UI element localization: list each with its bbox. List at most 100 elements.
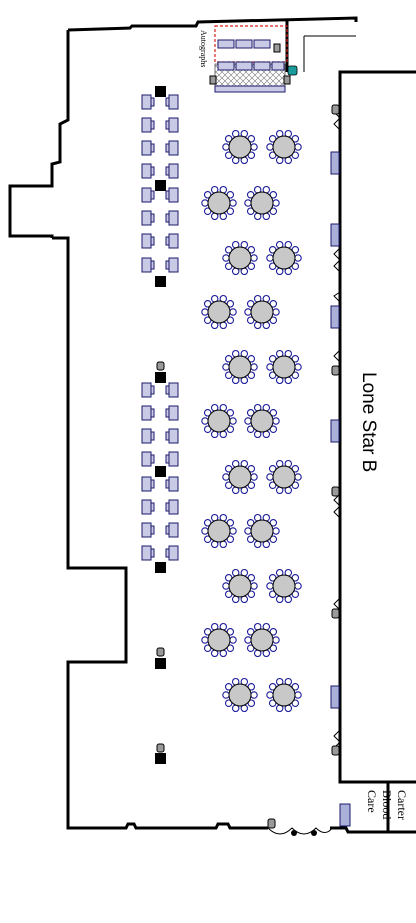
rectangular-table-icon <box>168 163 179 179</box>
rectangular-table-icon <box>141 451 152 467</box>
chair-icon <box>203 425 212 433</box>
chair-icon <box>247 151 256 159</box>
round-table-icon <box>250 300 274 324</box>
chair-icon <box>165 454 170 464</box>
chair-icon <box>291 262 300 270</box>
chair-icon <box>224 481 233 489</box>
round-table-icon <box>250 409 274 433</box>
chair-icon <box>294 363 302 371</box>
round-table <box>222 677 258 713</box>
chair-icon <box>250 143 258 151</box>
chair-icon <box>294 143 302 151</box>
rectangular-table-icon <box>141 522 152 538</box>
round-table-icon <box>207 300 231 324</box>
chair-icon <box>266 582 274 590</box>
chair-icon <box>150 120 155 130</box>
round-table-icon <box>228 574 252 598</box>
chair-icon <box>224 355 233 363</box>
chair-icon <box>224 371 233 379</box>
round-table-icon <box>228 465 252 489</box>
chair-icon <box>165 120 170 130</box>
round-table-icon <box>272 355 296 379</box>
rectangular-table <box>141 94 179 110</box>
door-markers <box>291 830 317 836</box>
rectangular-table-icon <box>168 140 179 156</box>
rectangular-table-icon <box>168 522 179 538</box>
chair-icon <box>229 308 237 316</box>
chair-icon <box>222 582 230 590</box>
chair-icon <box>268 371 277 379</box>
chair-icon <box>226 207 235 215</box>
chair-icon <box>165 166 170 176</box>
round-table-icon <box>272 574 296 598</box>
chair-icon <box>291 699 300 707</box>
chair-icon <box>244 417 252 425</box>
chair-icon <box>201 527 209 535</box>
chair-icon <box>244 636 252 644</box>
chair-icon <box>250 582 258 590</box>
round-table <box>244 185 280 221</box>
rectangular-table-icon <box>168 94 179 110</box>
chair-icon <box>246 409 255 417</box>
chair-icon <box>226 628 235 636</box>
rectangular-table-icon <box>141 405 152 421</box>
chair-icon <box>229 636 237 644</box>
rectangular-table-icon <box>141 382 152 398</box>
chair-icon <box>150 166 155 176</box>
chair-icon <box>244 527 252 535</box>
chair-icon <box>268 574 277 582</box>
column-posts <box>155 86 166 764</box>
rectangular-table-icon <box>168 405 179 421</box>
chair-icon <box>268 355 277 363</box>
corner-room-label-line1: Carter <box>395 790 409 820</box>
chair-icon <box>226 644 235 652</box>
chair-icon <box>294 582 302 590</box>
chair-icon <box>201 199 209 207</box>
chair-icon <box>269 425 278 433</box>
round-table <box>266 677 302 713</box>
rectangular-table-icon <box>141 499 152 515</box>
chair-icon <box>224 135 233 143</box>
chair-icon <box>201 308 209 316</box>
chair-icon <box>247 574 256 582</box>
chair-icon <box>269 409 278 417</box>
round-table-icon <box>228 355 252 379</box>
chair-icon <box>247 371 256 379</box>
chair-icon <box>268 246 277 254</box>
chair-icon <box>226 300 235 308</box>
rectangular-table <box>141 476 179 492</box>
wall-outlets <box>267 104 340 829</box>
corner-room: Carter Blood Care <box>365 790 409 820</box>
chair-icon <box>165 431 170 441</box>
chair-icon <box>165 143 170 153</box>
chair-icon <box>150 454 155 464</box>
chair-icon <box>165 479 170 489</box>
chair-icon <box>203 316 212 324</box>
chair-icon <box>165 502 170 512</box>
chair-icon <box>272 308 280 316</box>
chair-icon <box>246 519 255 527</box>
chair-icon <box>165 236 170 246</box>
chair-icon <box>247 465 256 473</box>
chair-icon <box>272 417 280 425</box>
round-table <box>201 403 237 439</box>
round-table <box>222 129 258 165</box>
chair-icon <box>150 143 155 153</box>
round-table <box>266 459 302 495</box>
chair-icon <box>266 143 274 151</box>
round-table-icon <box>272 465 296 489</box>
chair-icon <box>268 262 277 270</box>
chair-icon <box>268 151 277 159</box>
rectangular-table-icon <box>141 140 152 156</box>
round-table <box>244 622 280 658</box>
chair-icon <box>226 425 235 433</box>
chair-icon <box>165 213 170 223</box>
round-table <box>244 513 280 549</box>
chair-icon <box>165 190 170 200</box>
rectangular-table-icon <box>141 545 152 561</box>
round-table <box>201 185 237 221</box>
chair-icon <box>224 590 233 598</box>
room-name-label: Lone Star B <box>358 372 379 472</box>
chair-icon <box>272 636 280 644</box>
chair-icon <box>226 191 235 199</box>
